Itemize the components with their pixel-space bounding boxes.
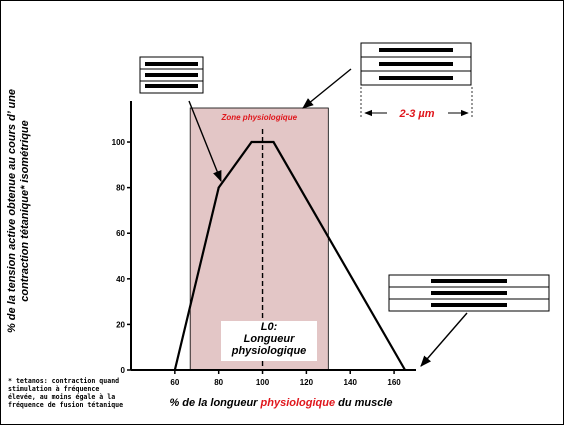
y-tick-label: 100 xyxy=(112,138,126,147)
l0-annotation: L0: Longueur physiologique xyxy=(221,321,317,361)
y-tick-label: 40 xyxy=(116,275,125,284)
footnote: * tetanos: contraction quand stimulation… xyxy=(8,377,124,409)
pointer-arrow-shortened xyxy=(188,100,222,183)
sarcomere-stretched-icon xyxy=(388,274,550,312)
y-tick-label: 60 xyxy=(116,229,125,238)
l0-line2: Longueur xyxy=(243,333,295,345)
y-axis-label: % de la tension active obtenue au cours … xyxy=(6,88,31,334)
x-tick-label: 80 xyxy=(214,378,223,387)
data-point xyxy=(173,369,176,371)
x-axis-label-after: du muscle xyxy=(335,397,393,409)
x-tick-label: 120 xyxy=(300,378,314,387)
pointer-arrow-optimal xyxy=(302,68,352,109)
data-point xyxy=(272,141,275,144)
x-axis-label: % de la longueur physiologique du muscle xyxy=(131,397,431,409)
x-axis-label-highlight: physiologique xyxy=(260,397,336,409)
l0-line3: physiologique xyxy=(231,345,307,357)
zone-label: Zone physiologique xyxy=(220,113,297,122)
pointer-arrow-stretched xyxy=(420,312,468,367)
sarcomere-shortened-icon xyxy=(139,56,204,94)
data-point xyxy=(217,186,220,189)
y-tick-label: 80 xyxy=(116,184,125,193)
x-tick-label: 160 xyxy=(387,378,401,387)
x-axis-label-before: % de la longueur xyxy=(169,397,261,409)
x-tick-label: 100 xyxy=(256,378,270,387)
length-label: 2-3 µm xyxy=(398,108,434,120)
x-tick-label: 60 xyxy=(170,378,179,387)
data-point xyxy=(250,141,253,144)
l0-title: L0: xyxy=(260,321,278,333)
y-tick-label: 20 xyxy=(116,320,125,329)
y-tick-label: 0 xyxy=(121,366,126,375)
x-tick-label: 140 xyxy=(344,378,358,387)
sarcomere-optimal-icon xyxy=(360,42,472,86)
data-point xyxy=(404,369,407,371)
